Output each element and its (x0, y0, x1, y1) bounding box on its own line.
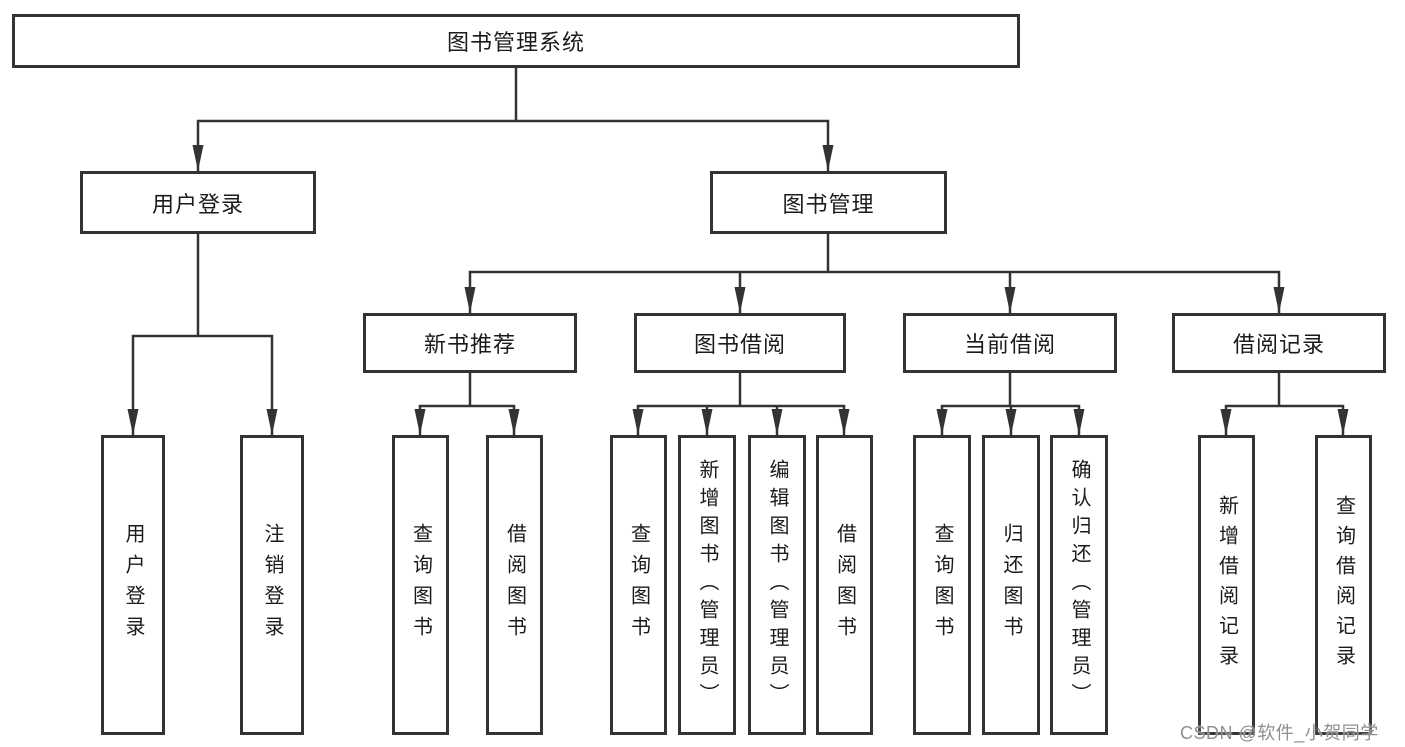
leaf-query-book-recommend-label: 查询图书 (409, 523, 432, 647)
arrow-down-icon (838, 409, 850, 435)
leaf-return-book-label: 归还图书 (1000, 523, 1022, 647)
arrow-down-icon (936, 409, 948, 435)
node-book-management-label: 图书管理 (782, 191, 875, 217)
leaf-user-login: 用户登录 (101, 435, 165, 735)
leaf-add-book-admin-label: 新增图书（管理员） (696, 459, 718, 711)
leaf-borrow-book-borrow-label: 借阅图书 (833, 523, 856, 647)
connector-borrow-records-to-leaves (1224, 371, 1345, 437)
leaf-add-book-admin: 新增图书（管理员） (678, 435, 736, 735)
arrow-down-icon (1073, 409, 1085, 435)
arrow-down-icon (1220, 409, 1232, 435)
leaf-logout-login: 注销登录 (240, 435, 304, 735)
node-borrow-records-label: 借阅记录 (1232, 332, 1325, 357)
leaf-add-borrow-record-label: 新增借阅记录 (1215, 495, 1238, 675)
node-book-management: 图书管理 (710, 171, 947, 234)
arrow-down-icon (127, 409, 139, 435)
leaf-query-borrow-record-label: 查询借阅记录 (1332, 495, 1355, 675)
arrow-down-icon (1337, 409, 1349, 435)
leaf-borrow-book-recommend-label: 借阅图书 (503, 523, 526, 647)
leaf-borrow-book-recommend: 借阅图书 (486, 435, 543, 735)
arrow-down-icon (701, 409, 713, 435)
node-book-borrow-label: 图书借阅 (693, 332, 786, 357)
node-current-borrow: 当前借阅 (903, 313, 1117, 373)
arrow-down-icon (822, 145, 834, 171)
node-root: 图书管理系统 (12, 14, 1020, 68)
connector-book-management-to-level3 (468, 232, 1281, 315)
leaf-confirm-return-admin: 确认归还（管理员） (1050, 435, 1108, 735)
leaf-logout-login-label: 注销登录 (261, 523, 283, 647)
arrow-down-icon (508, 409, 520, 435)
connector-user-login-to-leaves (131, 232, 274, 437)
connector-root-to-level2 (196, 66, 830, 173)
leaf-query-book-borrow: 查询图书 (610, 435, 667, 735)
arrow-down-icon (266, 409, 278, 435)
connector-book-borrow-to-leaves (636, 371, 846, 437)
leaf-add-borrow-record: 新增借阅记录 (1198, 435, 1255, 735)
node-current-borrow-label: 当前借阅 (963, 332, 1056, 357)
leaf-user-login-label: 用户登录 (122, 523, 144, 647)
arrow-down-icon (464, 287, 476, 313)
leaf-query-book-borrow-label: 查询图书 (627, 523, 650, 647)
node-new-book-recommend-label: 新书推荐 (423, 332, 516, 357)
arrow-down-icon (734, 287, 746, 313)
arrow-down-icon (192, 145, 204, 171)
node-user-login: 用户登录 (80, 171, 316, 234)
arrowheads (127, 145, 1349, 435)
csdn-watermark: CSDN @软件_小贺同学 (1180, 723, 1379, 743)
leaf-query-book-current-label: 查询图书 (931, 523, 953, 647)
node-root-label: 图书管理系统 (446, 30, 585, 55)
leaf-query-borrow-record: 查询借阅记录 (1315, 435, 1372, 735)
leaf-borrow-book-borrow: 借阅图书 (816, 435, 873, 735)
connector-new-book-to-leaves (418, 371, 516, 437)
node-user-login-label: 用户登录 (151, 191, 244, 217)
leaf-query-book-current: 查询图书 (913, 435, 971, 735)
node-book-borrow: 图书借阅 (634, 313, 846, 373)
arrow-down-icon (1005, 409, 1017, 435)
node-borrow-records: 借阅记录 (1172, 313, 1386, 373)
arrow-down-icon (771, 409, 783, 435)
leaf-return-book: 归还图书 (982, 435, 1040, 735)
leaf-edit-book-admin: 编辑图书（管理员） (748, 435, 806, 735)
node-new-book-recommend: 新书推荐 (363, 313, 577, 373)
leaf-query-book-recommend: 查询图书 (392, 435, 449, 735)
leaf-confirm-return-admin-label: 确认归还（管理员） (1068, 459, 1090, 711)
arrow-down-icon (632, 409, 644, 435)
arrow-down-icon (1273, 287, 1285, 313)
arrow-down-icon (1004, 287, 1016, 313)
leaf-edit-book-admin-label: 编辑图书（管理员） (766, 459, 788, 711)
arrow-down-icon (414, 409, 426, 435)
